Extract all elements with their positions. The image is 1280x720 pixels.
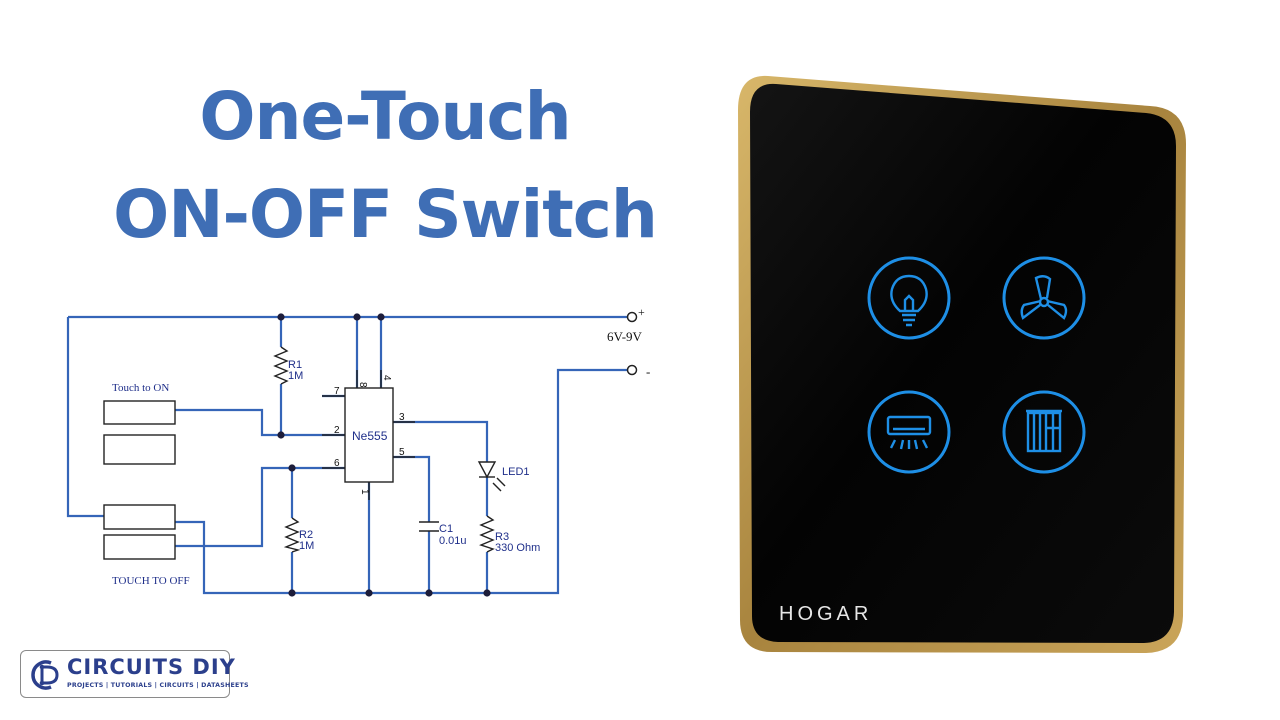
circuits-diy-logo: CIRCUITS DIY PROJECTS | TUTORIALS | CIRC… <box>20 650 248 698</box>
pin-3-label: 3 <box>399 412 405 423</box>
ne555-ic <box>322 370 415 500</box>
touch-on-label: Touch to ON <box>112 382 169 394</box>
brand-label: HOGAR <box>779 603 872 625</box>
r2-name: R2 <box>299 529 313 541</box>
led-name: LED1 <box>502 466 530 478</box>
page-title: One-Touch ON-OFF Switch <box>40 68 730 264</box>
pin-1-label: 1 <box>359 489 370 495</box>
r3-name: R3 <box>495 531 509 543</box>
panel-frame <box>738 75 1186 654</box>
pin-5-label: 5 <box>399 447 405 458</box>
curtain-icon <box>1026 409 1062 453</box>
capacitor-c1 <box>419 521 439 532</box>
logo-tagline: PROJECTS | TUTORIALS | CIRCUITS | DATASH… <box>67 682 249 689</box>
led-symbol <box>477 461 506 492</box>
pin-7-label: 7 <box>334 386 340 397</box>
touch-off-label: TOUCH TO OFF <box>112 575 190 587</box>
light-button[interactable] <box>867 256 951 340</box>
touch-pads <box>103 400 176 560</box>
logo-mark-icon <box>31 660 59 690</box>
supply-voltage-label: 6V-9V <box>607 329 643 344</box>
c1-value: 0.01u <box>439 535 467 547</box>
resistor-symbols <box>273 346 495 553</box>
supply-terminals <box>626 311 638 376</box>
junction-dots <box>277 313 491 597</box>
panel-buttons <box>867 256 1086 474</box>
circuit-schematic: Touch to ON TOUCH TO OFF 6V-9V + - Ne555… <box>66 305 650 597</box>
curtain-button[interactable] <box>1002 390 1086 474</box>
pin-2-label: 2 <box>334 425 340 436</box>
minus-label: - <box>646 364 650 379</box>
c1-name: C1 <box>439 523 453 535</box>
pin-6-label: 6 <box>334 458 340 469</box>
light-bulb-icon <box>890 274 928 327</box>
r2-value: 1M <box>299 540 314 552</box>
title-line-1: One-Touch <box>199 78 571 155</box>
r3-value: 330 Ohm <box>495 542 540 554</box>
fan-icon <box>1020 275 1068 320</box>
plus-label: + <box>638 305 645 319</box>
logo-name: CIRCUITS DIY <box>67 655 236 679</box>
air-conditioner-icon <box>886 415 932 450</box>
pin-4-label: 4 <box>381 375 392 381</box>
r1-name: R1 <box>288 359 302 371</box>
ic-label: Ne555 <box>352 429 388 443</box>
ac-button[interactable] <box>867 390 951 474</box>
pin-8-label: 8 <box>357 382 368 388</box>
title-line-2: ON-OFF Switch <box>113 176 658 253</box>
r1-value: 1M <box>288 370 303 382</box>
fan-button[interactable] <box>1002 256 1086 340</box>
